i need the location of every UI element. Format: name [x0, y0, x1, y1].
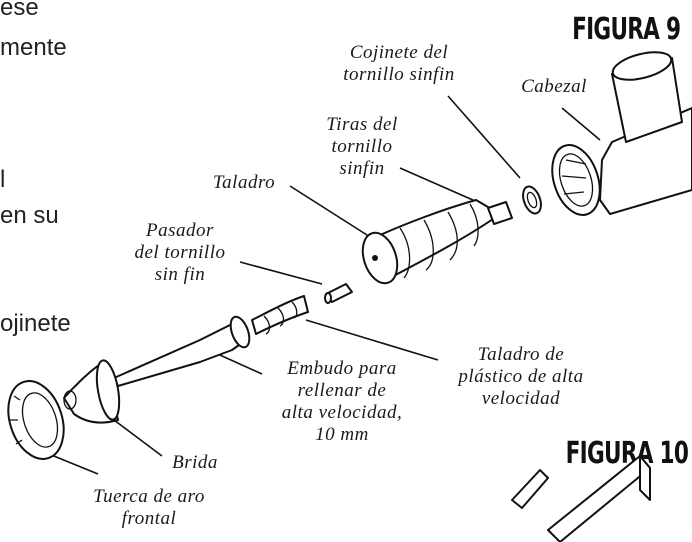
leader-pasador	[239, 261, 323, 285]
label-cabezal: Cabezal	[521, 76, 587, 97]
cut-text-line-2: mente	[0, 34, 67, 61]
figura-10-handle	[511, 455, 651, 542]
cojinete-ring	[522, 185, 542, 215]
taladro-auger	[361, 199, 513, 285]
cut-text-line-5: ojinete	[0, 310, 71, 337]
leader-taladro-plastico	[305, 319, 439, 361]
leader-cojinete	[447, 95, 521, 179]
brida-flange	[63, 359, 121, 424]
leader-cabezal	[561, 107, 601, 141]
figure-9-title: FIGURA 9	[571, 12, 681, 47]
label-taladro: Taladro	[212, 172, 276, 193]
cut-text-line-1: ese	[0, 0, 39, 21]
cut-text-line-4: en su	[0, 202, 59, 229]
cut-text-line-3: l	[0, 166, 6, 193]
leader-taladro	[289, 185, 379, 243]
tuerca-ring-nut	[7, 380, 65, 460]
embudo-funnel	[113, 315, 251, 387]
cabezal-part	[551, 51, 692, 216]
leader-tiras	[399, 167, 483, 205]
pasador-pin	[324, 283, 353, 304]
label-brida: Brida	[172, 452, 218, 473]
taladro-plastico-part	[251, 295, 309, 335]
